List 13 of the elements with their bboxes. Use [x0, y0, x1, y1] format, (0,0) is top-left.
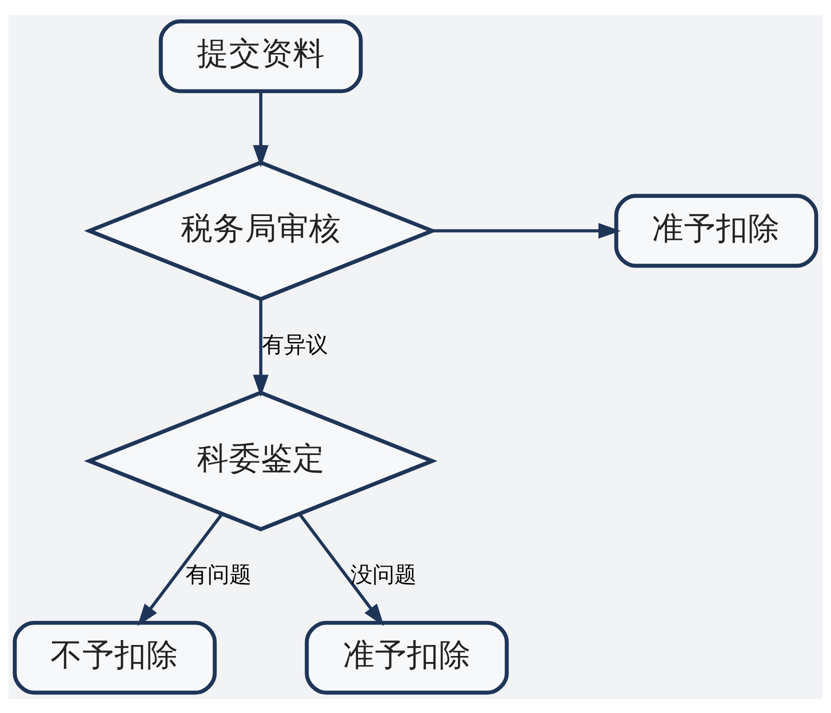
- node-box: 准予扣除: [304, 620, 509, 694]
- node-box: 提交资料: [158, 18, 363, 93]
- node-box: 不予扣除: [12, 620, 217, 694]
- arrow: [252, 298, 269, 396]
- edge-label: 有问题: [186, 561, 252, 588]
- arrow: [298, 512, 384, 626]
- arrow: [137, 512, 224, 626]
- edge-label: 有异议: [262, 331, 328, 358]
- node-box: 准予扣除: [614, 193, 818, 268]
- arrow: [252, 90, 269, 167]
- edge-label: 没问题: [350, 561, 417, 588]
- node-diamond: 科委鉴定: [84, 390, 438, 531]
- arrow: [432, 222, 621, 238]
